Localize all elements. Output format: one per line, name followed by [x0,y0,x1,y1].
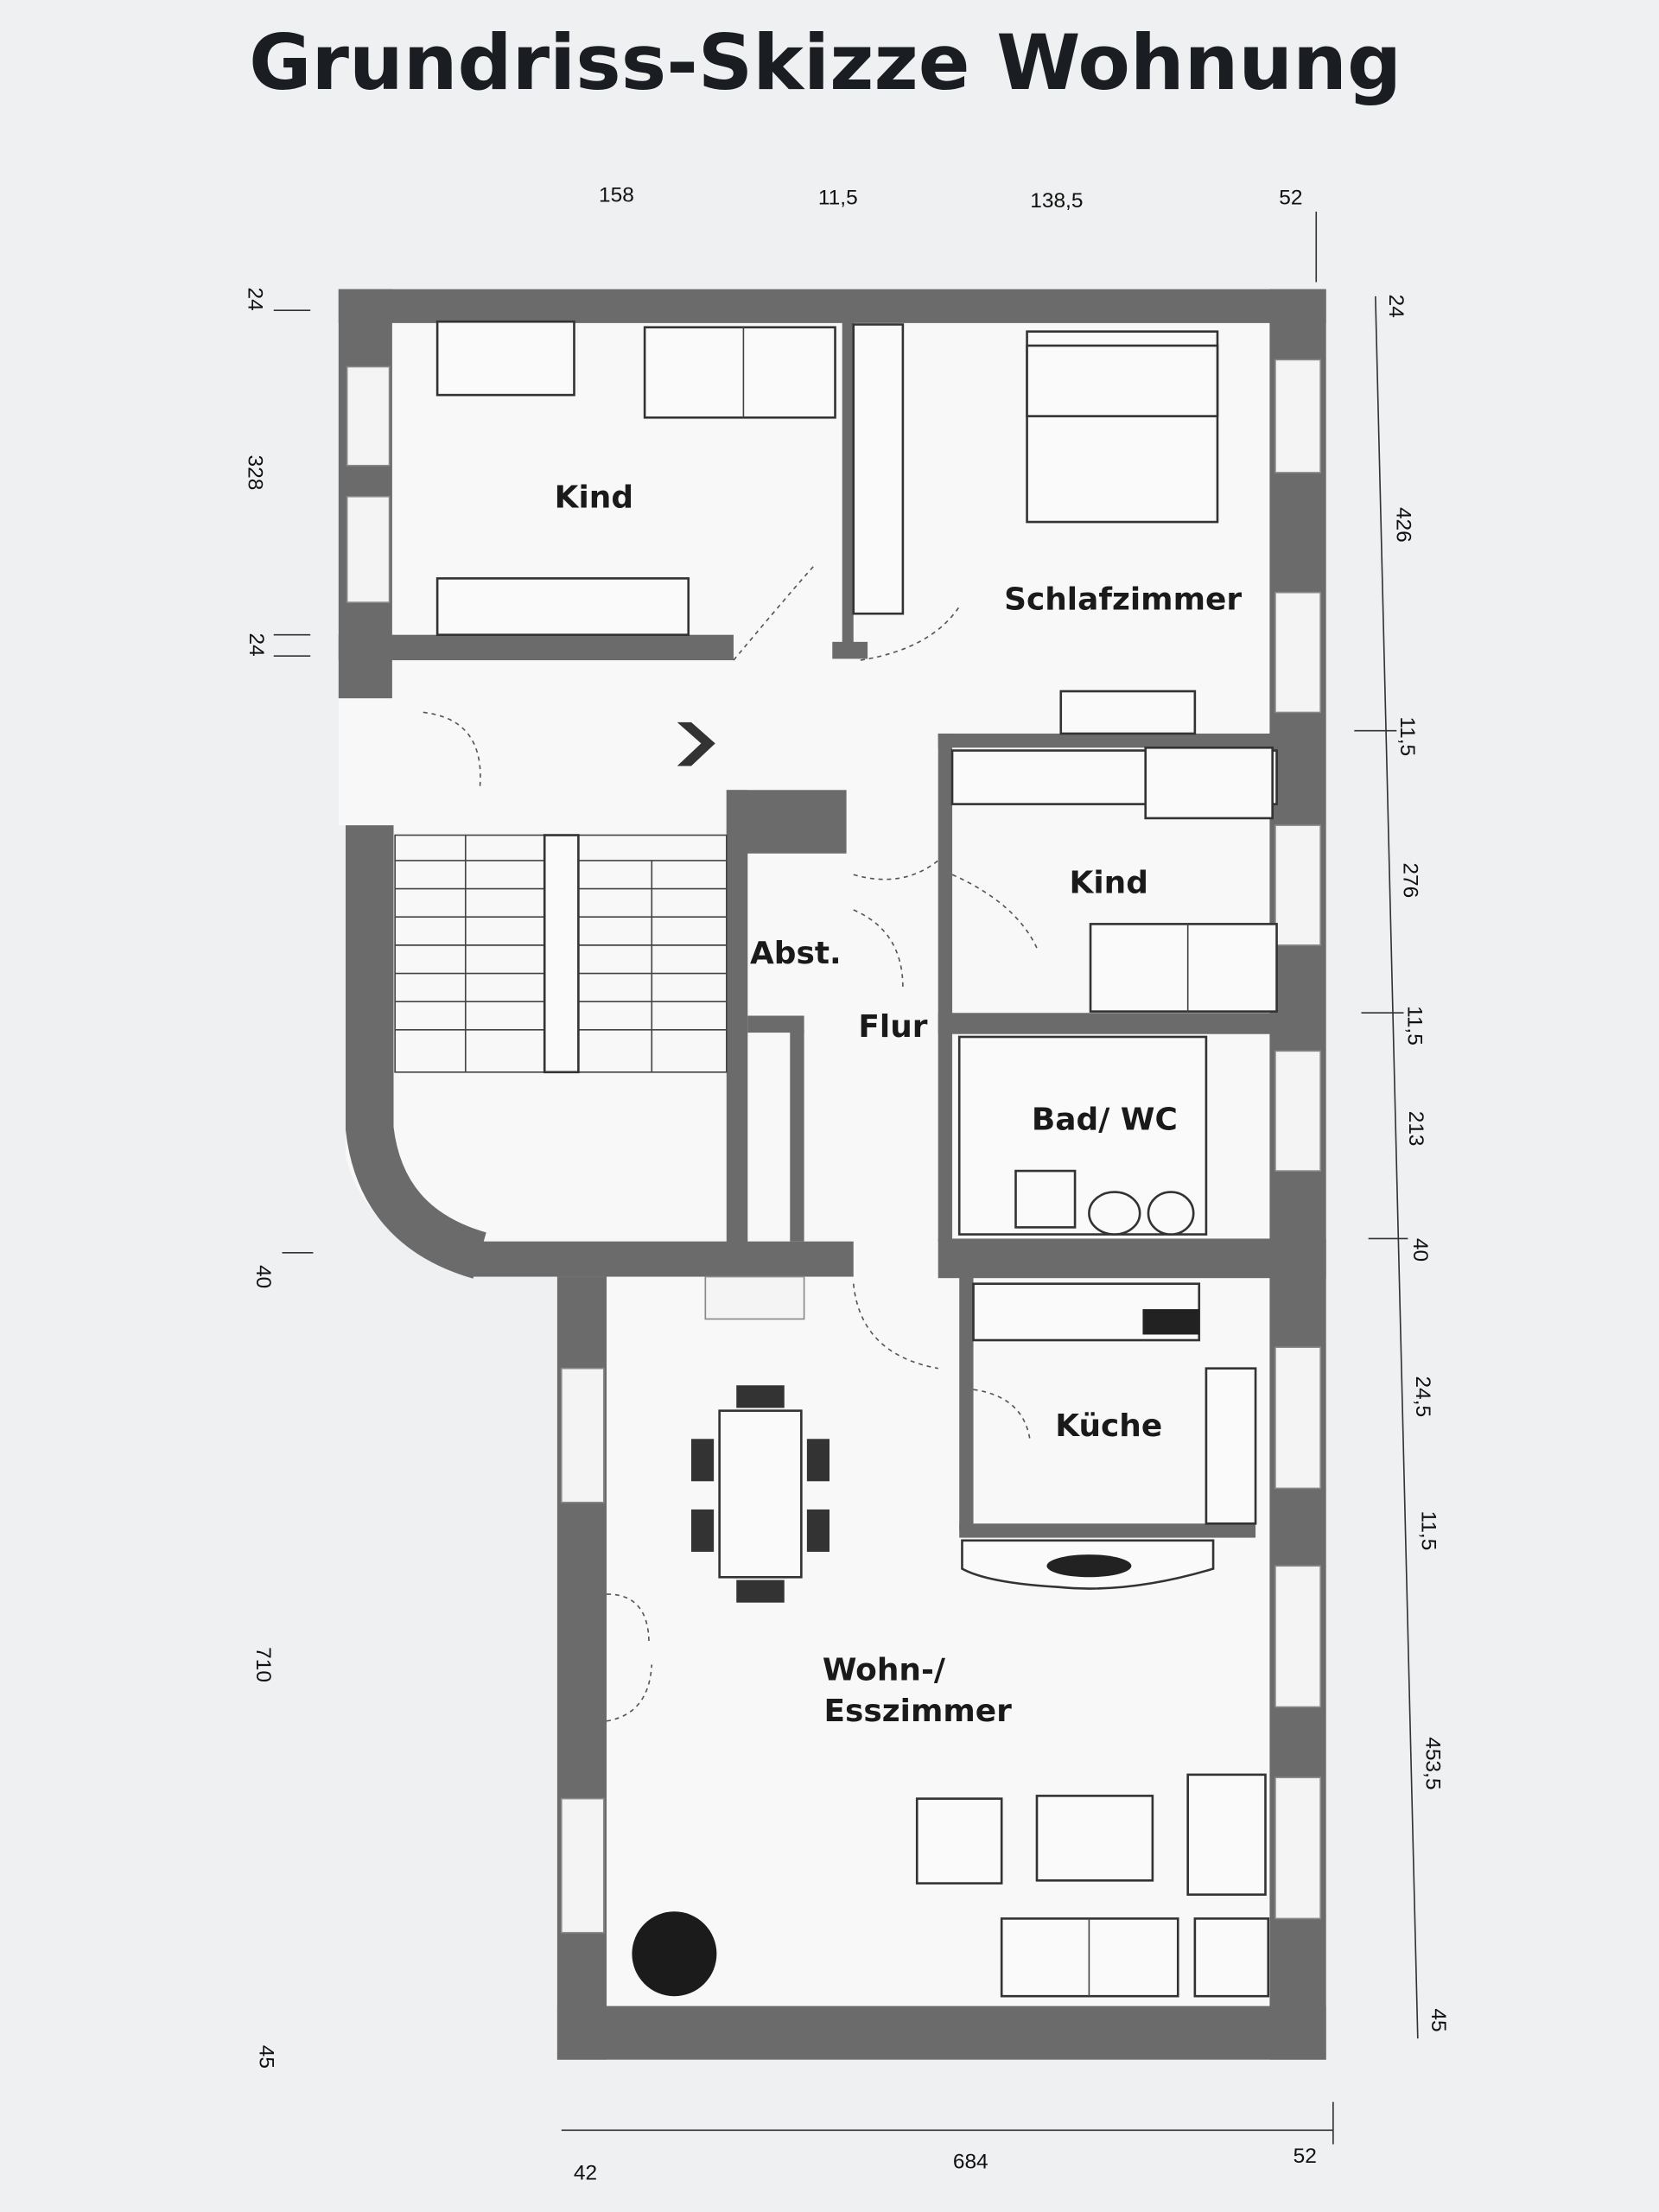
dim-right-4: 276 [1398,862,1421,898]
room-kueche: Küche [1055,1408,1162,1444]
walls [338,289,1326,2060]
dim-top-2: 11,5 [818,187,858,210]
desk-2 [1144,747,1274,820]
sink [1014,1169,1077,1229]
dim-left-4: 40 [251,1265,275,1288]
dresser [1059,690,1197,735]
plant-icon [632,1911,717,1997]
room-flur: Flur [858,1009,927,1045]
desk [435,320,575,397]
armchair-2 [1186,1773,1267,1896]
entrance-arrow-icon [677,721,715,766]
dim-left-6: 45 [254,2045,277,2069]
room-kind-1: Kind [555,480,633,516]
dimensions-left: 24 328 24 40 710 45 [243,288,277,2069]
dim-right-6: 213 [1404,1111,1427,1147]
dim-bottom-2: 684 [953,2150,988,2173]
armchair [915,1797,1003,1885]
room-schlafzimmer: Schlafzimmer [1004,582,1242,617]
dimensions-bottom: 42 684 52 [574,2145,1317,2185]
dim-right-1: 24 [1384,295,1408,318]
dim-right-3: 11,5 [1395,716,1419,756]
dim-right-7: 40 [1408,1238,1432,1262]
wardrobe [852,323,905,615]
bidet [1147,1191,1195,1236]
dimensions-top: 158 11,5 138,5 52 [599,183,1302,213]
dim-right-2: 426 [1391,507,1414,543]
kitchen-counter-side [1205,1367,1257,1525]
dim-left-2: 328 [243,455,266,491]
dim-right-10: 453,5 [1421,1737,1445,1789]
room-bad-wc: Bad/ WC [1032,1103,1178,1138]
room-kind-2: Kind [1070,865,1148,900]
dim-bottom-1: 42 [574,2161,597,2184]
shelf [435,577,690,636]
dim-right-9: 11,5 [1417,1511,1440,1551]
plan-title: Grundriss-Skizze Wohnung [249,18,1402,107]
dim-left-1: 24 [243,288,266,311]
dim-right-11: 45 [1427,2008,1450,2031]
bed [643,326,836,419]
room-wohn-line1: Wohn-/ [823,1652,946,1688]
coffee-table [1035,1795,1154,1882]
dim-right-5: 11,5 [1402,1006,1426,1046]
dining-table [718,1409,803,1579]
dim-top-1: 158 [599,183,634,207]
windows [346,359,1321,1934]
staircase [394,721,728,1074]
room-wohn-line2: Esszimmer [823,1694,1012,1729]
furniture [435,320,1278,1998]
dim-right-8: 24,5 [1411,1376,1434,1418]
side-table [1193,1917,1270,1998]
dim-top-3: 138,5 [1030,189,1083,213]
room-abstellraum: Abst. [750,936,842,971]
dim-left-5: 710 [251,1647,275,1682]
dimensions-right: 24 426 11,5 276 11,5 213 40 24,5 11,5 45… [1384,295,1450,2032]
bed-2 [1089,923,1278,1013]
dimension-lines [273,211,1419,2145]
dim-left-3: 24 [245,633,268,657]
dim-bottom-3: 52 [1294,2145,1317,2168]
dim-top-4: 52 [1279,187,1302,210]
toilet [1088,1191,1141,1236]
room-labels: Kind Schlafzimmer Kind Abst. Flur Bad/ W… [555,480,1243,1729]
